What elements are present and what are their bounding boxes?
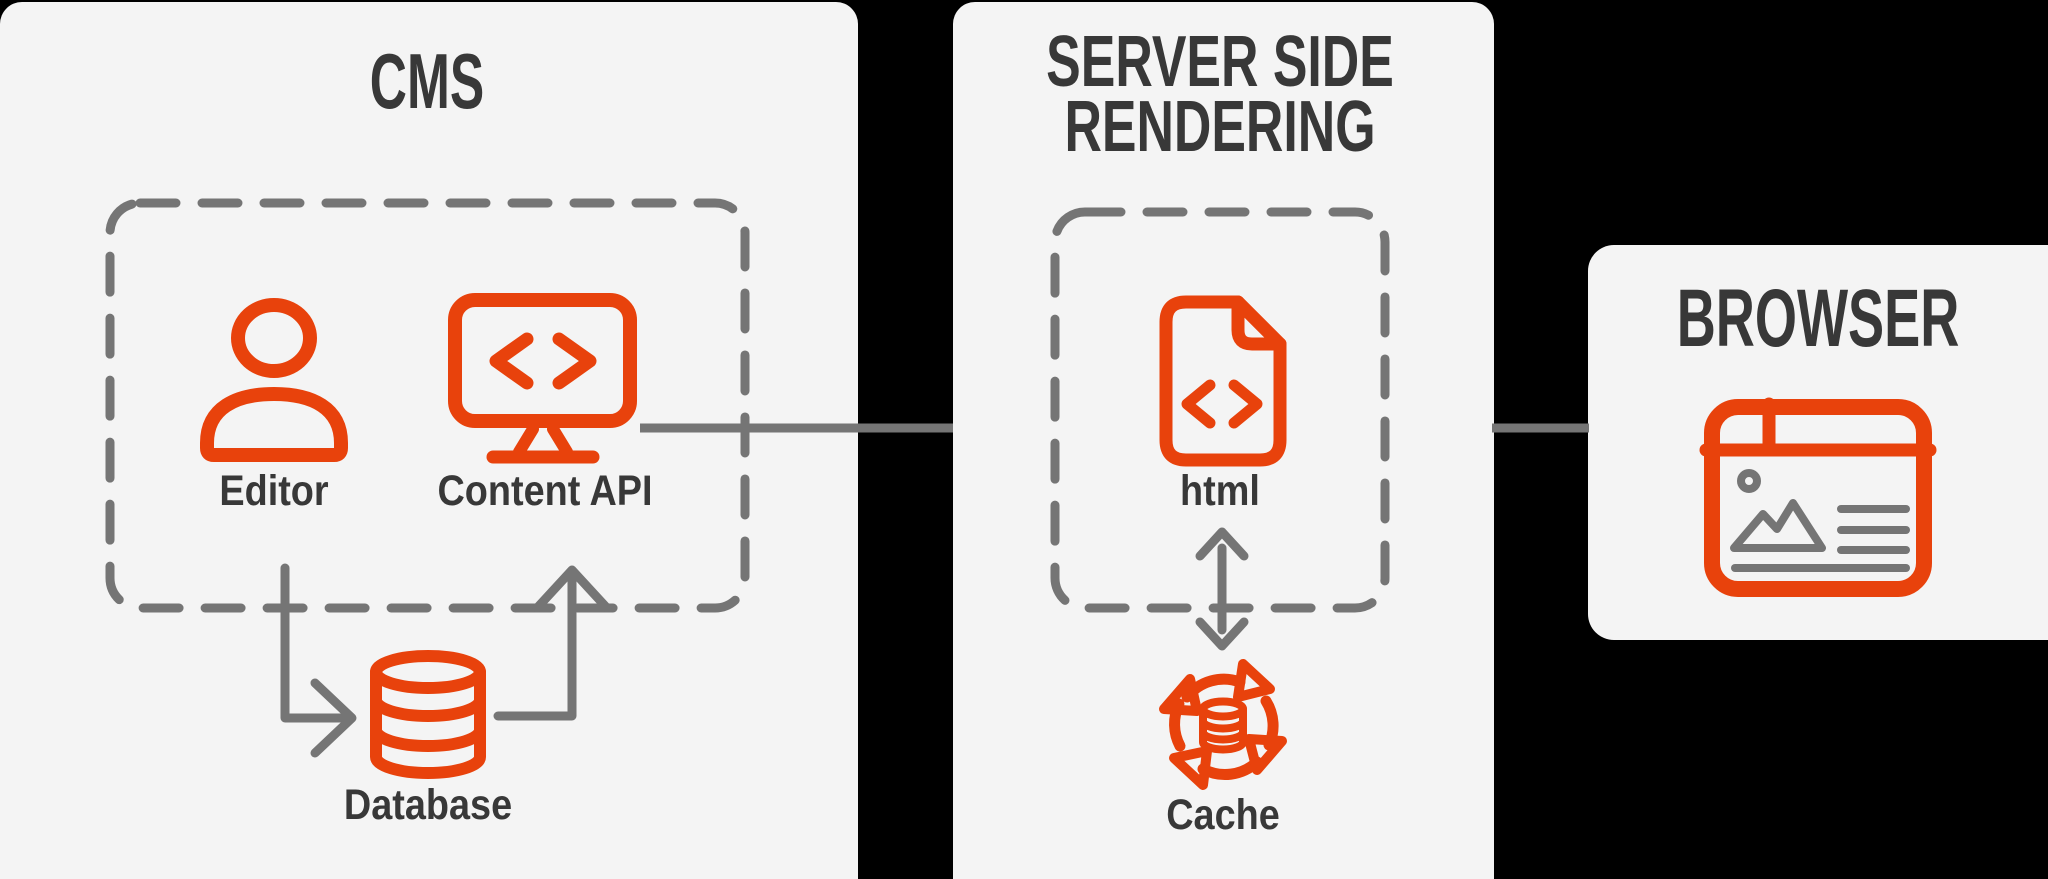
browser-title: BROWSER xyxy=(1676,273,1960,364)
cms-panel xyxy=(0,2,858,879)
ssr-title: SERVER SIDE RENDERING xyxy=(1046,22,1394,167)
content-api-label: Content API xyxy=(437,467,653,515)
cms-title: CMS xyxy=(369,37,485,125)
cache-label: Cache xyxy=(1166,791,1280,839)
ssr-title-line2: RENDERING xyxy=(1064,87,1376,167)
database-label: Database xyxy=(343,781,513,829)
editor-label: Editor xyxy=(219,467,329,515)
html-label: html xyxy=(1180,467,1260,515)
ssr-title-line1: SERVER SIDE xyxy=(1046,22,1394,102)
